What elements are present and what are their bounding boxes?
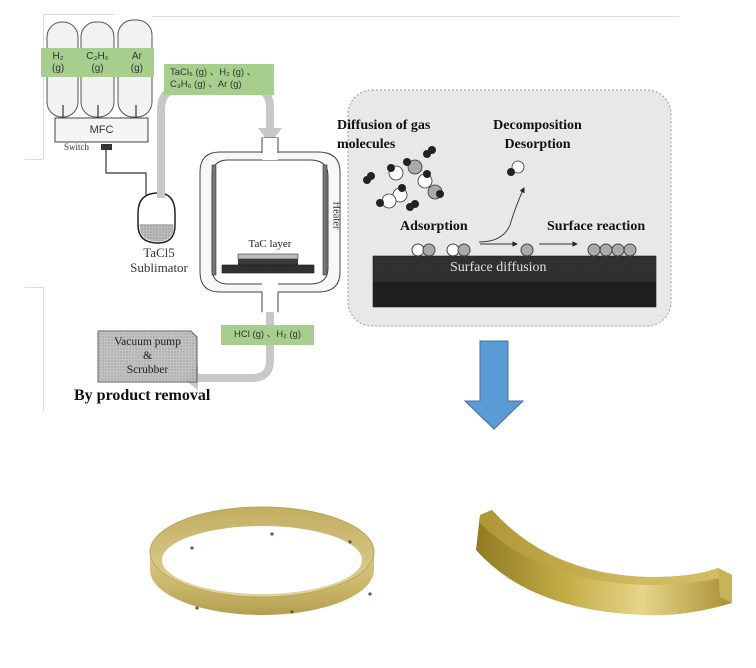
sublimator-label: TaCl5 Sublimator	[124, 245, 194, 275]
frame-line-top-left	[44, 14, 115, 15]
switch-valve	[101, 144, 112, 150]
molecule-dimer	[363, 172, 375, 184]
ring-hole	[368, 592, 372, 596]
ring-hole	[195, 606, 199, 610]
diffusion-label: Diffusion of gas molecules	[337, 116, 430, 154]
pump-label-line-1: Vacuum pump	[114, 336, 181, 348]
diffusion-label-line-2: molecules	[337, 137, 396, 152]
molecule-pair	[392, 184, 408, 203]
pump-label-line-3: Scrubber	[126, 364, 169, 376]
decomposition-desorption-label: Decomposition Desorption	[470, 116, 605, 154]
desorption-label: Desorption	[504, 137, 571, 152]
byproduct-removal-label: By product removal	[74, 387, 211, 404]
gas-labels-bar: H₂(g) C₃H₆(g) Ar(g)	[41, 48, 154, 77]
gas-label-c3h6: C₃H₆(g)	[86, 50, 109, 74]
molecule-dimer	[406, 200, 419, 211]
ring-hole	[348, 540, 352, 544]
molecule-pair	[417, 170, 433, 189]
molecule-pair	[427, 184, 444, 200]
mfc-box	[54, 117, 149, 143]
frame-line-top-right	[152, 16, 679, 17]
diffusion-label-line-1: Diffusion of gas	[337, 118, 431, 133]
molecule-dimer	[423, 146, 436, 158]
gas-label-ar: Ar(g)	[130, 50, 143, 74]
vacuum-pump-label: Vacuum pump & Scrubber	[98, 335, 197, 377]
heater-bar-left	[211, 164, 217, 276]
frame-line-h-1	[25, 159, 43, 160]
ring-hole	[290, 610, 294, 614]
surface-layer-bottom	[372, 281, 657, 308]
tac-coated-arc-segment	[476, 510, 732, 616]
frame-line-left-1	[43, 14, 44, 159]
tac-coated-ring	[149, 506, 375, 615]
substrate	[238, 259, 298, 265]
molecule-pair	[403, 158, 423, 175]
heater-label: Heater	[330, 201, 342, 230]
sublimator-label-line-1: TaCl5	[143, 245, 175, 260]
exhaust-pipe	[196, 312, 274, 382]
switch-label: Switch	[64, 142, 90, 152]
pump-label-line-2: &	[143, 350, 152, 362]
tac-layer	[237, 253, 299, 260]
vacuum-pump-box	[97, 330, 198, 383]
gas-label-h2: H₂(g)	[51, 50, 65, 74]
gas-molecules	[363, 146, 525, 211]
sublimator-label-line-2: Sublimator	[130, 260, 188, 275]
frame-line-left-2	[43, 287, 44, 412]
surface-layer-top	[372, 255, 657, 283]
down-arrow	[463, 340, 525, 430]
tac-layer-label: TaC layer	[248, 238, 292, 250]
desorption-arrow	[478, 187, 525, 243]
reactor-chamber	[199, 137, 341, 313]
exhaust-gas-label: HCl (g) 、H₂ (g)	[221, 325, 314, 345]
feed-gas-line-2: C₃H₆ (g) 、Ar (g)	[170, 79, 242, 90]
molecule-pair	[387, 164, 404, 181]
cvd-process-diagram	[46, 19, 672, 430]
decomposition-label: Decomposition	[493, 118, 582, 133]
frame-line-h-2	[25, 287, 43, 288]
surface-diffusion-label: Surface diffusion	[450, 260, 547, 275]
molecule-pair	[376, 193, 397, 209]
feed-gas-label: TaCl₅ (g) 、H₂ (g) 、 C₃H₆ (g) 、Ar (g)	[164, 64, 274, 95]
tacl5-sublimator	[137, 192, 176, 244]
desorbed-molecule	[507, 160, 525, 176]
ring-hole	[190, 546, 194, 550]
heater-bar-right	[322, 164, 328, 276]
gas-line-to-sublimator	[105, 150, 147, 205]
surface-reaction-label: Surface reaction	[547, 219, 646, 234]
feed-gas-line-1: TaCl₅ (g) 、H₂ (g) 、	[170, 67, 257, 78]
ring-hole	[270, 532, 274, 536]
adsorption-label: Adsorption	[400, 219, 468, 234]
susceptor	[221, 264, 315, 274]
feed-arrow-head	[258, 128, 282, 144]
mfc-label: MFC	[89, 124, 114, 136]
adsorbed-atoms	[411, 243, 637, 257]
